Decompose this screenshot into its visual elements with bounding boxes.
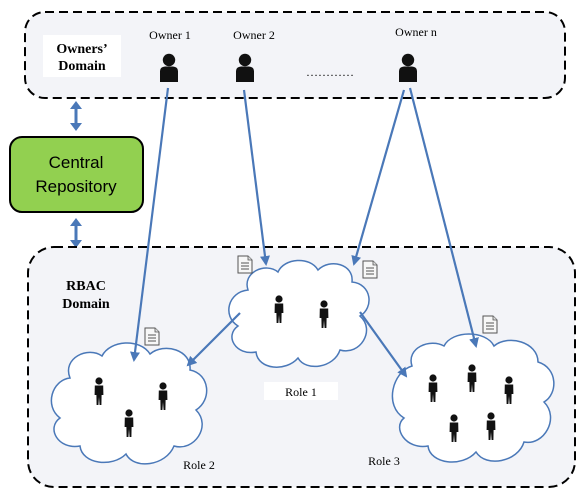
central-repository-label-line1: Central — [49, 153, 104, 172]
arrow-owner1-role2 — [130, 87, 170, 362]
owner-n-label: Owner n — [395, 25, 437, 39]
role-2-cloud-shape — [50, 342, 208, 465]
assignment-arrows — [130, 87, 479, 378]
owner-1-label: Owner 1 — [149, 28, 191, 42]
double-arrow-top — [70, 101, 82, 131]
document-icon-role-3 — [482, 315, 498, 334]
owner-2-label: Owner 2 — [233, 28, 275, 42]
arrow-ownern-role3 — [408, 87, 479, 348]
arrow-role1-role3 — [359, 311, 408, 378]
role-1-label: Role 1 — [285, 385, 317, 399]
double-arrow-bottom — [70, 218, 82, 248]
role-3-label: Role 3 — [368, 454, 400, 468]
arrow-owner2-role1 — [242, 89, 270, 266]
role-2-label: Role 2 — [183, 458, 215, 472]
owners-ellipsis: ………… — [306, 65, 354, 79]
role-1-cloud-shape — [228, 259, 370, 368]
arrow-role1-role2 — [186, 312, 241, 367]
rbac-domain-label-line2: Domain — [62, 297, 110, 312]
owners-domain-label-line1: Owners’ — [56, 42, 107, 57]
document-icon-role-1-right — [362, 260, 378, 279]
central-repository-box — [9, 136, 144, 213]
document-icon-role-2 — [144, 327, 160, 346]
rbac-domain-label-line1: RBAC — [66, 279, 106, 294]
role-3-cloud-shape — [391, 333, 555, 463]
central-repository-label-line2: Repository — [35, 177, 117, 196]
owners-domain-label-line2: Domain — [58, 59, 106, 74]
owners-domain-label-box — [43, 35, 121, 77]
arrow-ownern-role1 — [351, 89, 406, 266]
document-icon-role-1-left — [237, 255, 253, 274]
role-1-label-box — [264, 382, 338, 400]
